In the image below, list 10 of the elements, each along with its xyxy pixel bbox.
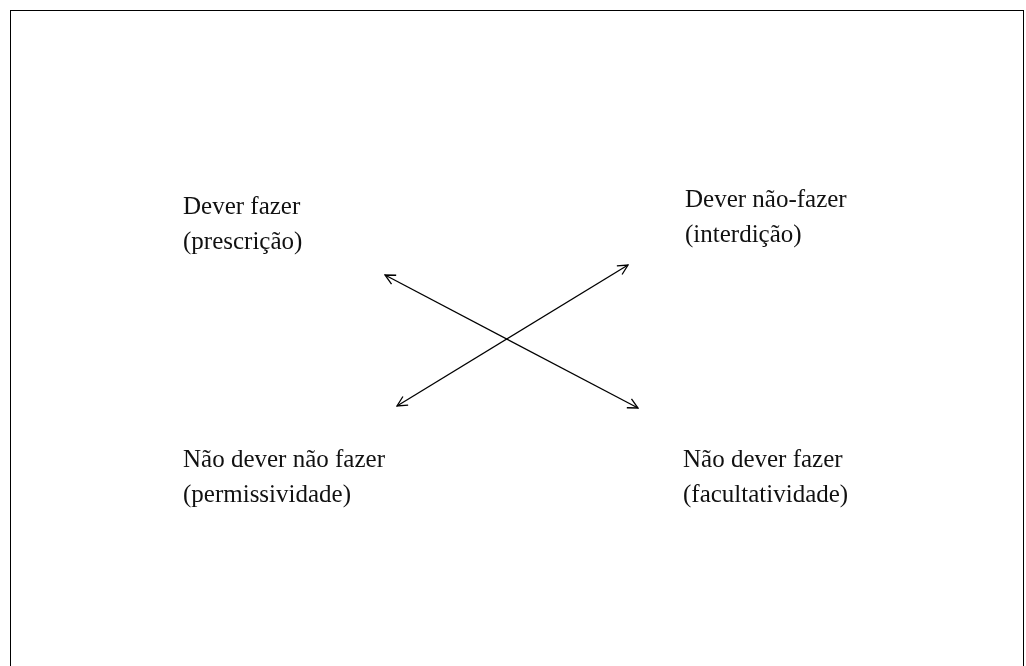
double-headed-arrow [384,274,639,409]
quadrant-label: (permissividade) [183,479,352,510]
quadrant-label: (interdição) [685,219,803,250]
quadrant-label: Dever fazer [183,191,302,221]
double-headed-arrow [396,264,629,407]
quadrant-label: (prescrição) [183,226,304,257]
quadrant-label: (facultatividade) [683,479,850,510]
quadrant-label: Não dever fazer [683,444,844,474]
quadrant-label: Dever não-fazer [685,184,848,214]
quadrant-label: Não dever não fazer [183,444,386,474]
